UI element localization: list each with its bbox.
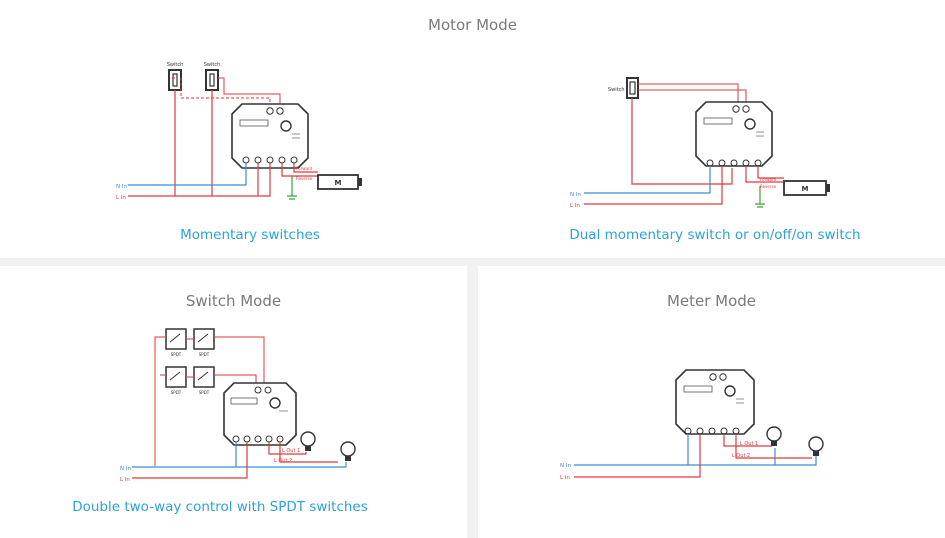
neutral-wire — [574, 434, 817, 466]
l-out-1-label: L Out 1 — [740, 441, 758, 447]
dual-switch-caption: Dual momentary switch or on/off/on switc… — [569, 227, 861, 243]
spdt-switch: SPDT — [165, 366, 187, 395]
l-out-2-label: L Out 2 — [274, 458, 292, 464]
motor: M — [783, 180, 830, 196]
motor-letter: M — [802, 185, 809, 193]
switch-mode-panel: Switch Mode SPDT SPDT SPDT SPDT — [0, 266, 467, 538]
switch-mode-title: Switch Mode — [185, 292, 282, 310]
spdt-switch: SPDT — [165, 328, 187, 357]
neutral-wire — [128, 163, 247, 186]
live-wire — [574, 434, 701, 478]
traveller-wire — [186, 336, 265, 384]
meter-mode-panel: Meter Mode N In L In L Out 1 L Out 2 — [478, 266, 945, 538]
spdt-switch: SPDT — [193, 328, 215, 357]
motor-wire — [745, 166, 784, 183]
switch-mode-caption: Double two-way control with SPDT switche… — [72, 499, 368, 515]
neutral-wire — [132, 442, 347, 468]
switch-label: Switch — [167, 62, 184, 68]
l-in-label: L In — [120, 477, 130, 483]
motor-momentary-diagram: Switch Switch N In L In — [116, 62, 362, 201]
n-in-label: N In — [116, 184, 127, 190]
motor-mode-title: Motor Mode — [428, 16, 517, 34]
relay-module — [231, 103, 309, 169]
ground-symbol — [755, 186, 765, 208]
n-in-label: N In — [120, 466, 131, 472]
l-in-label: L In — [116, 195, 126, 201]
spdt-label: SPDT — [199, 352, 210, 357]
motor-wire — [281, 163, 318, 177]
n-in-label: N In — [560, 463, 571, 469]
switch-label: Switch — [204, 62, 221, 68]
spdt-label: SPDT — [199, 390, 210, 395]
live-wire — [132, 442, 248, 479]
signal-wire — [638, 83, 747, 104]
bulb-icon — [808, 436, 824, 456]
meter-mode-diagram: N In L In L Out 1 L Out 2 — [560, 369, 824, 481]
reverse-label: Reverse — [760, 184, 777, 189]
l-in-label: L In — [570, 203, 580, 209]
signal-wire — [218, 77, 281, 106]
live-wire — [154, 336, 166, 466]
bulb-icon — [766, 426, 782, 446]
spdt-label: SPDT — [171, 390, 182, 395]
bulb-icon — [300, 431, 316, 451]
switch-mode-diagram: SPDT SPDT SPDT SPDT — [120, 328, 356, 483]
spdt-label: SPDT — [171, 352, 182, 357]
switch-label: Switch — [608, 87, 625, 93]
motor-mode-panel: Motor Mode Switch Switch — [0, 0, 945, 258]
dual-switch — [626, 77, 639, 99]
motor-letter: M — [335, 179, 342, 187]
dashed-signal-wire — [170, 77, 271, 106]
relay-module — [223, 382, 297, 446]
spdt-switch: SPDT — [193, 366, 215, 395]
relay-module — [675, 369, 755, 435]
reverse-label: Reverse — [296, 176, 313, 181]
relay-module — [695, 101, 773, 167]
n-in-label: N In — [570, 192, 581, 198]
forward-label: Forward — [296, 166, 313, 171]
output-wire — [723, 434, 812, 459]
meter-mode-title: Meter Mode — [666, 292, 757, 310]
momentary-caption: Momentary switches — [180, 227, 320, 243]
motor-dual-switch-diagram: Switch N In L In Forward Reverse — [570, 77, 830, 209]
motor: M — [317, 174, 362, 190]
live-wire — [584, 166, 723, 205]
bulb-icon — [340, 441, 356, 461]
forward-label: Forward — [760, 177, 777, 182]
l-in-label: L In — [560, 475, 570, 481]
live-wire — [128, 163, 271, 197]
l-out-1-label: L Out 1 — [282, 448, 300, 454]
l-out-2-label: L Out 2 — [732, 453, 750, 459]
ground-symbol — [287, 176, 297, 200]
live-wire — [631, 98, 733, 185]
neutral-wire — [584, 166, 711, 194]
output-wire — [268, 442, 338, 463]
